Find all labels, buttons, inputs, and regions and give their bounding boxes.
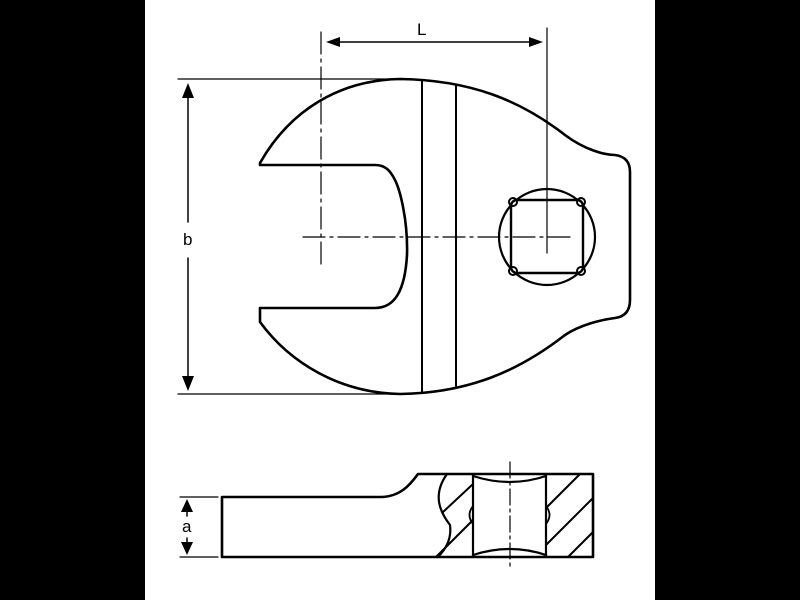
side-section-view [179, 461, 595, 567]
top-view [177, 27, 632, 396]
dimension-label-L: L [416, 20, 428, 39]
dimension-label-a: a [181, 517, 193, 536]
wrench-outline [258, 77, 632, 396]
dimension-label-b: b [182, 230, 194, 249]
drawing-sheet [145, 0, 655, 600]
